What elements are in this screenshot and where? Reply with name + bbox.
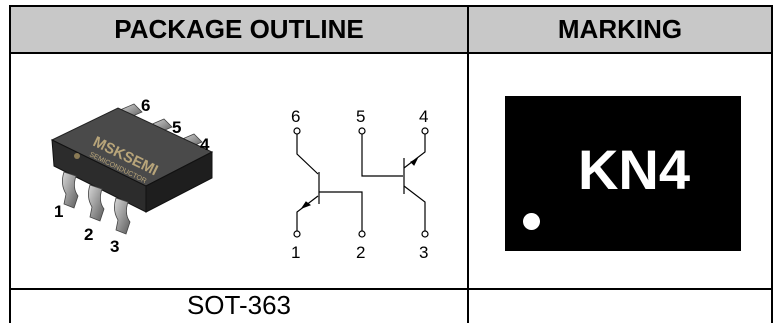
pkg-pin-label-1: 1 xyxy=(54,202,63,221)
marking-header: MARKING xyxy=(469,7,771,52)
table-border-right xyxy=(771,5,773,323)
package-name: SOT-363 xyxy=(186,290,292,320)
sch-pin-3: 3 xyxy=(419,243,428,262)
spec-table: PACKAGE OUTLINE MARKING SOT-363 xyxy=(9,5,773,323)
pkg-pin-label-5: 5 xyxy=(172,118,181,137)
table-border-middle xyxy=(467,5,469,323)
marking-box: KN4 xyxy=(505,96,741,251)
table-border-left xyxy=(9,5,11,323)
sch-pin-1: 1 xyxy=(291,243,300,262)
pkg-pin-label-4: 4 xyxy=(200,135,210,154)
pin-schematic: 6 5 4 1 2 3 xyxy=(291,107,429,262)
sch-pin-2: 2 xyxy=(356,243,365,262)
package-drawing: MSKSEMI SEMICONDUCTOR 6 5 4 1 2 3 xyxy=(50,96,214,256)
pkg-pin-label-2: 2 xyxy=(84,225,93,244)
pkg-pin-label-3: 3 xyxy=(110,237,119,256)
sch-pin-6: 6 xyxy=(291,107,300,126)
front-leads xyxy=(62,171,131,235)
pkg-pin-label-6: 6 xyxy=(141,96,150,115)
sch-pin-5: 5 xyxy=(356,107,365,126)
chip-body-side xyxy=(145,151,213,213)
marking-pin1-dot xyxy=(523,213,540,230)
table-border-top xyxy=(9,5,773,7)
table-border-body xyxy=(9,288,773,290)
sch-pin-4: 4 xyxy=(419,107,428,126)
pin1-indicator xyxy=(74,153,80,159)
marking-code: KN4 xyxy=(577,138,691,201)
package-outline-header: PACKAGE OUTLINE xyxy=(11,7,467,52)
table-border-header xyxy=(9,52,773,54)
